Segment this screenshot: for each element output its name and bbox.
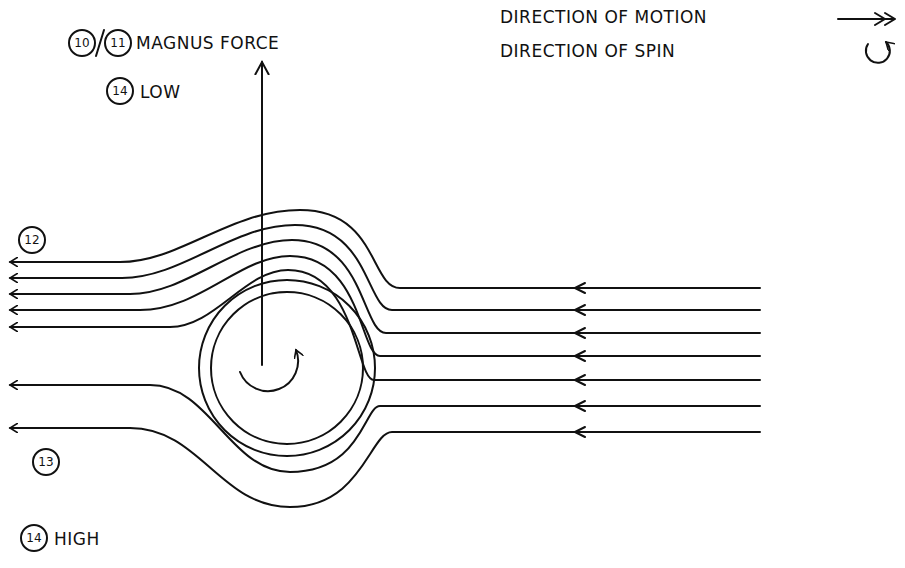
streamline: [10, 225, 760, 310]
streamline: [10, 428, 760, 507]
pressure-label: HIGH: [54, 530, 100, 549]
callout-slash: [96, 30, 104, 56]
callout-number: 14: [20, 524, 48, 552]
streamline: [10, 270, 760, 380]
ball: [211, 292, 363, 444]
force-label: MAGNUS FORCE: [136, 34, 279, 53]
magnus-force-arrow: [261, 62, 263, 365]
streamline: [10, 210, 760, 288]
callout-number: 11: [104, 29, 132, 57]
callout-number: 10: [68, 29, 96, 57]
legend-text: DIRECTION OF SPIN: [500, 42, 675, 61]
callout-number: 13: [32, 448, 60, 476]
streamline: [10, 240, 760, 333]
flow-arrowhead: [575, 283, 585, 437]
callout-number: 14: [106, 77, 134, 105]
legend-text: DIRECTION OF MOTION: [500, 8, 707, 27]
motion-symbol: [838, 13, 895, 25]
streamline: [10, 256, 760, 356]
ball-outer-contour: [199, 280, 375, 456]
callout-number: 12: [18, 226, 46, 254]
pressure-label: LOW: [140, 83, 181, 102]
spin-symbol: [866, 42, 890, 63]
spin-arrow: [240, 350, 298, 391]
